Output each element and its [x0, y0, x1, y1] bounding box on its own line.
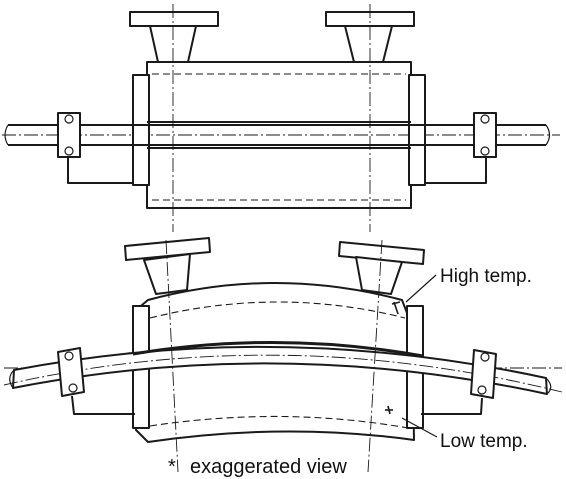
- low-temp-label: Low temp.: [440, 431, 528, 452]
- note-asterisk: *: [168, 456, 176, 478]
- bottom-nozzle-left: [124, 237, 211, 295]
- top-bearing-left: [57, 112, 133, 184]
- bottom-bearing-right: [421, 349, 497, 415]
- top-nozzle-right: [325, 11, 415, 63]
- top-nozzle-left: [129, 11, 219, 63]
- top-bearing-right: [425, 112, 497, 184]
- normal-state-view: [2, 4, 560, 232]
- top-casing: [132, 61, 426, 209]
- high-temp-marker: [391, 301, 401, 315]
- high-temp-label: High temp.: [440, 266, 532, 287]
- bottom-bearing-left: [57, 347, 135, 415]
- bent-state-view: [3, 237, 563, 473]
- low-temp-leader: [401, 417, 438, 438]
- high-temp-leader: [405, 274, 437, 303]
- low-temp-marker: [385, 405, 393, 415]
- exaggerated-view-note: exaggerated view: [190, 456, 347, 478]
